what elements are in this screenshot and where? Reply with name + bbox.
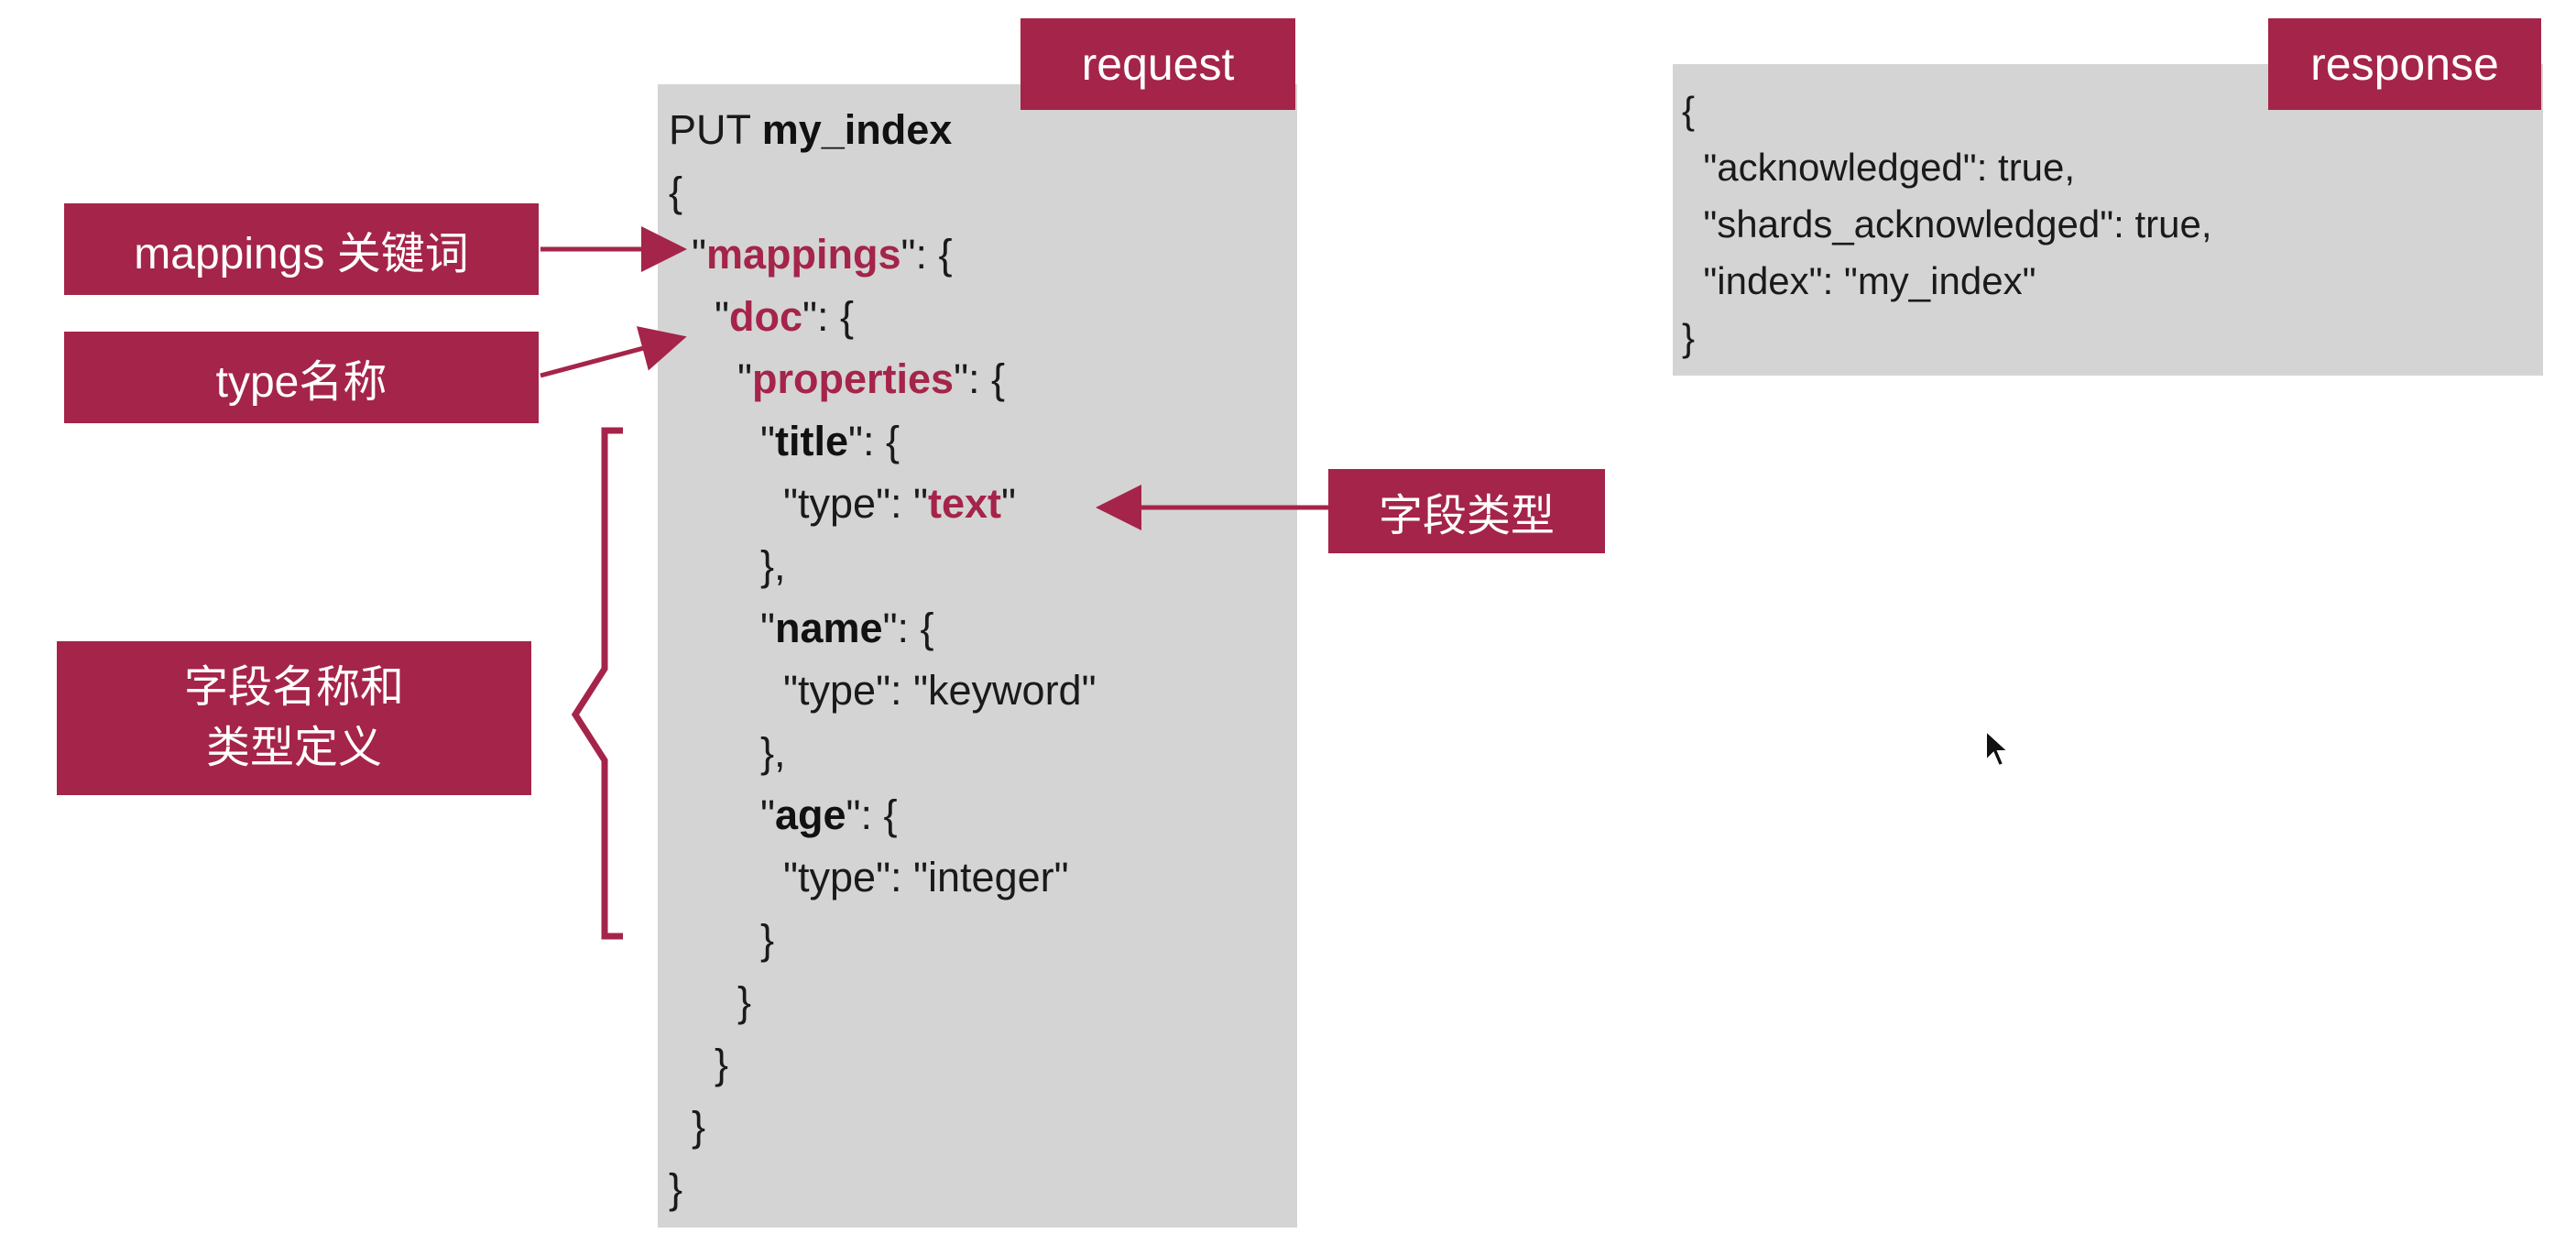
request-code: PUT my_index { "mappings": { "doc": { "p… — [669, 106, 1097, 1212]
request-code-panel — [658, 84, 1297, 1228]
index-name: my_index — [761, 106, 953, 153]
mappings-key: mappings — [705, 231, 901, 278]
field-definition-line1: 字段名称和 — [183, 663, 404, 712]
http-method: PUT — [669, 106, 751, 153]
request-tag: request — [1021, 18, 1295, 110]
mappings-keyword-label: mappings 关键词 — [64, 203, 539, 295]
field-definition-bracket — [571, 427, 623, 940]
field-definition-label: 字段名称和 类型定义 — [57, 641, 531, 795]
type-name-label: type名称 — [64, 332, 539, 423]
field-definition-line2: 类型定义 — [205, 724, 382, 772]
response-acknowledged: "acknowledged": true, — [1703, 146, 2076, 189]
mouse-cursor-icon — [1985, 729, 2011, 768]
field-type-label: 字段类型 — [1328, 469, 1605, 553]
response-shards-acknowledged: "shards_acknowledged": true, — [1703, 202, 2212, 246]
properties-key: properties — [752, 355, 955, 402]
name-type-value: keyword — [928, 667, 1082, 714]
title-field-key: title — [775, 418, 849, 464]
response-code-panel — [1673, 64, 2543, 376]
response-index: "index": "my_index" — [1703, 259, 2036, 302]
response-code: { "acknowledged": true, "shards_acknowle… — [1682, 89, 2212, 359]
doc-key: doc — [728, 293, 802, 340]
title-type-value: text — [928, 480, 1002, 527]
age-type-value: integer — [928, 854, 1054, 900]
name-field-key: name — [775, 605, 883, 651]
type-name-arrow — [540, 326, 687, 378]
response-tag: response — [2268, 18, 2541, 110]
age-field-key: age — [775, 791, 846, 838]
